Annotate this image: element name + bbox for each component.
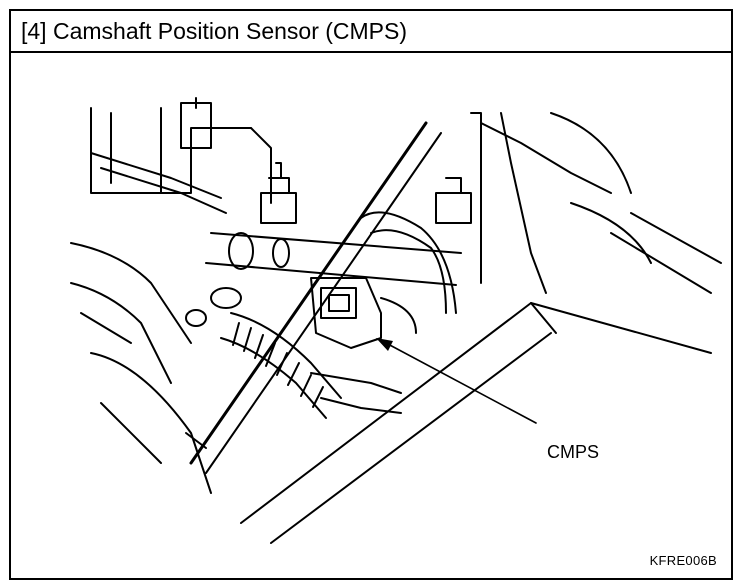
figure-frame: [4] Camshaft Position Sensor (CMPS)	[9, 9, 733, 580]
illustration-area: CMPS KFRE006B	[11, 53, 731, 578]
section-title: [4] Camshaft Position Sensor (CMPS)	[11, 11, 731, 53]
callout-arrowhead	[376, 338, 393, 351]
figure-code: KFRE006B	[649, 553, 717, 568]
engine-line-drawing	[70, 97, 722, 544]
cmps-callout-label: CMPS	[547, 442, 600, 462]
